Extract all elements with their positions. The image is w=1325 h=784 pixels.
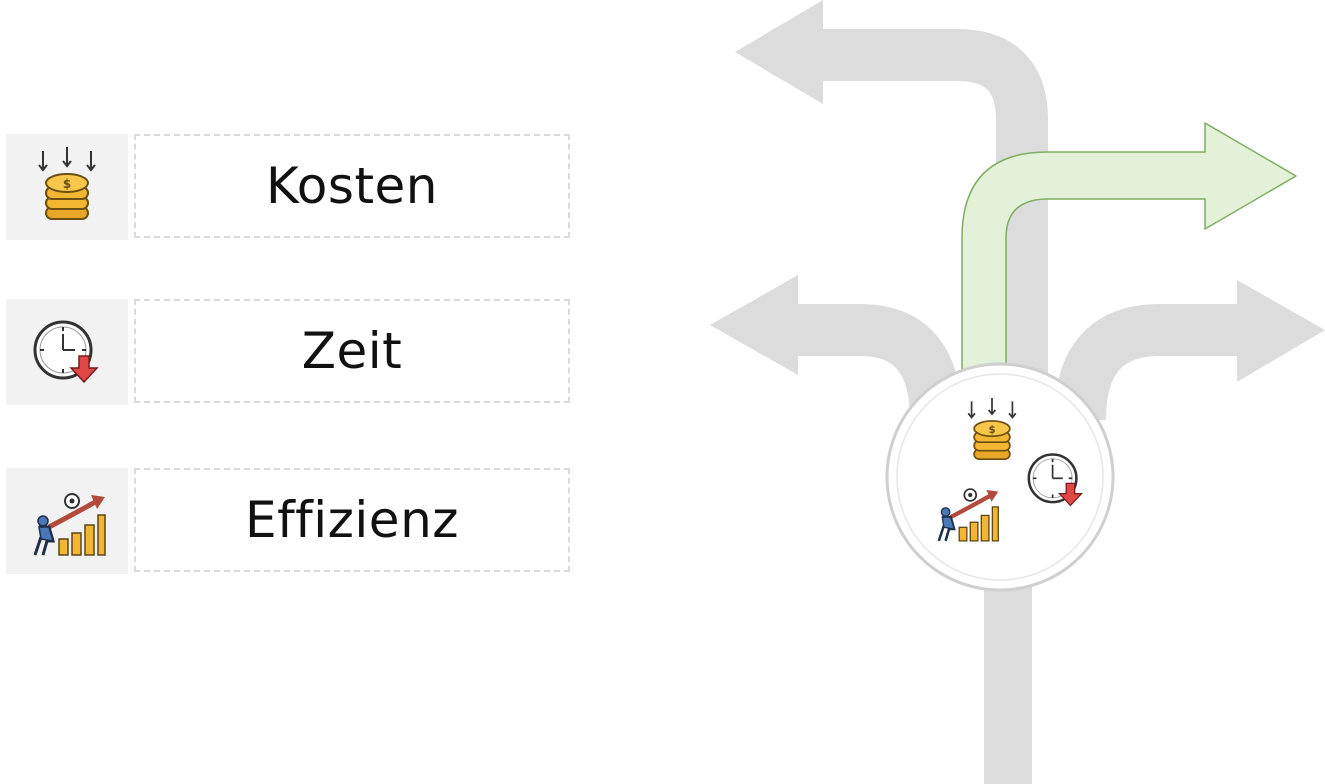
chosen-path-arrow <box>961 122 1297 376</box>
svg-text:$: $ <box>63 177 71 191</box>
growth-chart-icon <box>33 493 106 556</box>
coin-stack-icon: $ <box>38 147 96 220</box>
label-box: Zeit <box>134 299 570 403</box>
decision-hub: $ <box>885 362 1115 592</box>
road-arrowheads <box>710 0 1325 382</box>
coin-stack-icon: $ <box>967 398 1017 461</box>
growth-chart-icon <box>937 488 999 542</box>
arrowhead-lower-left <box>710 275 798 375</box>
list-item-effizienz: Effizienz <box>6 468 570 574</box>
clock-down-icon <box>33 320 99 384</box>
icon-tile <box>6 468 128 574</box>
item-label: Zeit <box>301 322 403 380</box>
label-box: Effizienz <box>134 468 570 572</box>
arrowhead-right <box>1237 280 1325 382</box>
list-item-zeit: Zeit <box>6 299 570 405</box>
arrowhead-top-left <box>735 0 823 104</box>
label-box: Kosten <box>134 134 570 238</box>
item-label: Effizienz <box>244 491 460 549</box>
crossroads-diagram: $ <box>710 0 1325 784</box>
clock-down-icon <box>1027 453 1083 507</box>
icon-tile <box>6 299 128 405</box>
list-item-kosten: $ Kosten <box>6 134 570 240</box>
svg-text:$: $ <box>988 425 995 436</box>
road-right <box>1054 304 1240 421</box>
road-top-left <box>820 29 1048 420</box>
item-label: Kosten <box>266 157 438 215</box>
icon-tile: $ <box>6 134 128 240</box>
